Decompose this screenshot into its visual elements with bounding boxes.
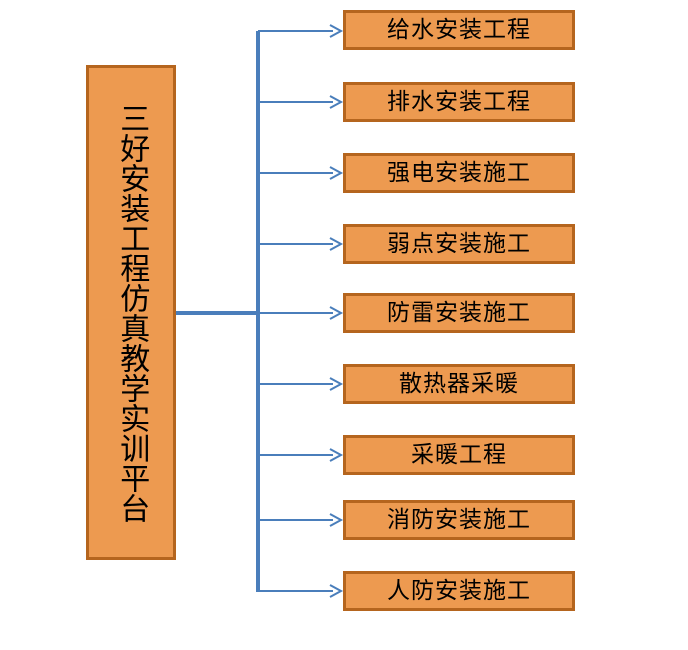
leaf-node-8[interactable]: 消防安装施工: [343, 500, 575, 540]
leaf-node-9[interactable]: 人防安装施工: [343, 571, 575, 611]
arrowhead-icon-1: [329, 24, 344, 38]
root-node[interactable]: 三好安装工程仿真教学实训平台: [86, 65, 176, 560]
leaf-node-label: 散热器采暖: [399, 370, 519, 397]
arrowhead-icon-7: [329, 448, 344, 462]
leaf-node-label: 防雷安装施工: [387, 299, 531, 326]
leaf-node-2[interactable]: 排水安装工程: [343, 82, 575, 122]
arrowhead-icon-3: [329, 166, 344, 180]
arrowhead-icon-9: [329, 584, 344, 598]
leaf-node-label: 强电安装施工: [387, 159, 531, 186]
arrowhead-icon-6: [329, 377, 344, 391]
leaf-node-1[interactable]: 给水安装工程: [343, 10, 575, 50]
leaf-node-label: 采暖工程: [411, 441, 507, 468]
leaf-node-label: 消防安装施工: [387, 506, 531, 533]
arrowhead-icon-5: [329, 306, 344, 320]
arrowhead-icon-2: [329, 95, 344, 109]
leaf-node-label: 弱点安装施工: [387, 230, 531, 257]
arrowhead-icon-8: [329, 513, 344, 527]
arrowhead-icon-4: [329, 237, 344, 251]
root-node-label: 三好安装工程仿真教学实训平台: [114, 102, 150, 523]
leaf-node-label: 给水安装工程: [387, 16, 531, 43]
leaf-node-4[interactable]: 弱点安装施工: [343, 224, 575, 264]
leaf-node-label: 人防安装施工: [387, 577, 531, 604]
leaf-node-5[interactable]: 防雷安装施工: [343, 293, 575, 333]
leaf-node-7[interactable]: 采暖工程: [343, 435, 575, 475]
connector-group: [176, 24, 344, 598]
leaf-node-label: 排水安装工程: [387, 88, 531, 115]
leaf-node-3[interactable]: 强电安装施工: [343, 153, 575, 193]
leaf-node-6[interactable]: 散热器采暖: [343, 364, 575, 404]
